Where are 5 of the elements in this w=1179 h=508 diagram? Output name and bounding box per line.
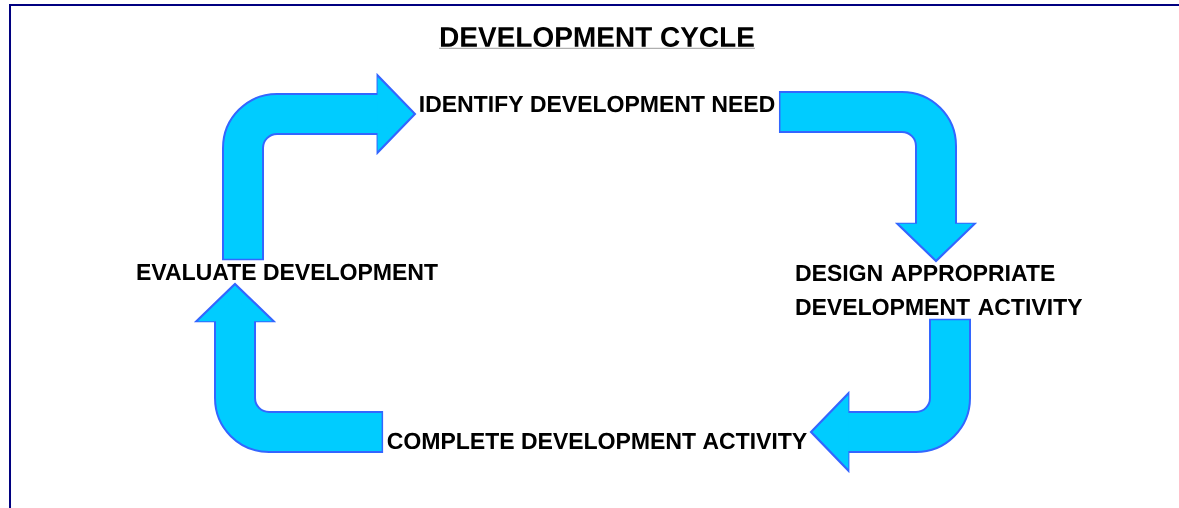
step-label: EVALUATE DEVELOPMENT: [137, 263, 438, 281]
step-label: COMPLETE DEVELOPMENT ACTIVITY: [387, 432, 807, 450]
step-label: DESIGN APPROPRIATE DEVELOPMENT ACTIVITY: [796, 264, 1083, 316]
step-label: IDENTIFY DEVELOPMENT NEED: [420, 95, 775, 113]
title: DEVELOPMENT CYCLE: [438, 27, 756, 49]
